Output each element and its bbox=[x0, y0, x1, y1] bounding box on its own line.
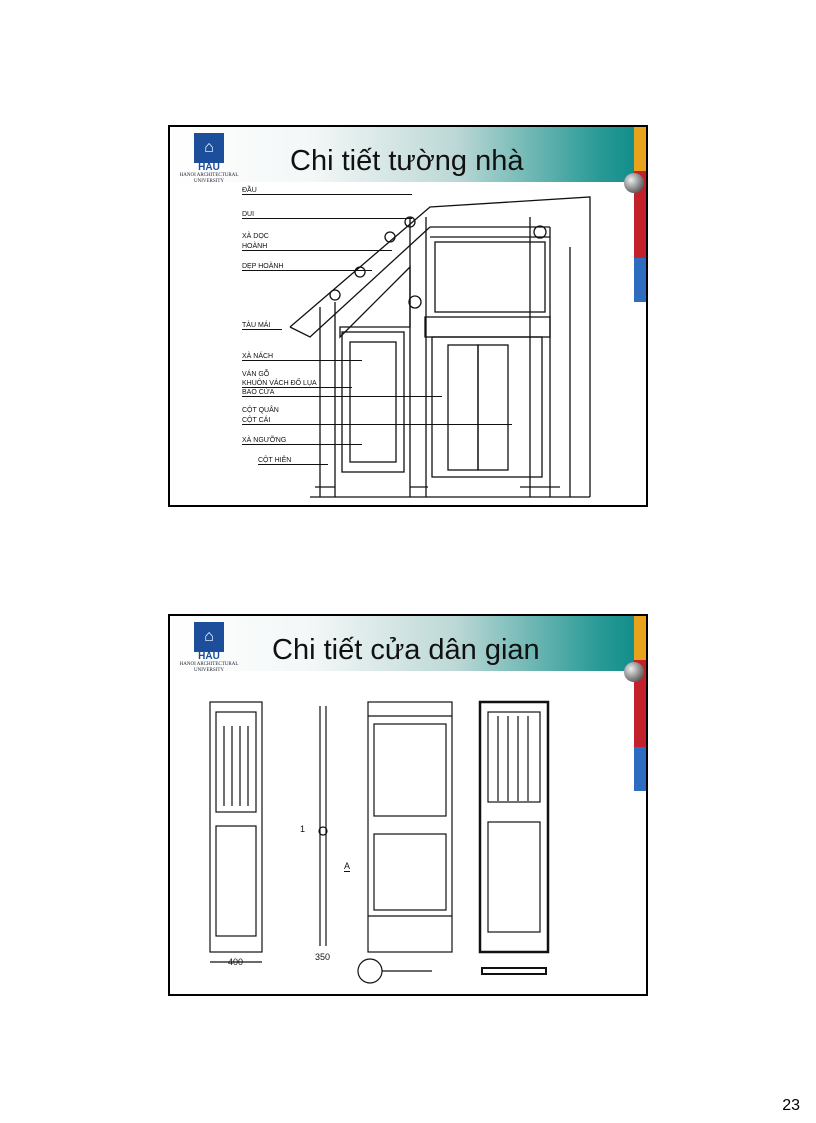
university-logo: ⌂ HAU HANOI ARCHITECTURAL UNIVERSITY bbox=[178, 133, 240, 184]
label-cot-hien: CỘT HIÊN bbox=[258, 457, 328, 465]
page-number: 23 bbox=[782, 1097, 800, 1114]
label-dau: ĐẦU bbox=[242, 187, 412, 195]
dimension-400: 400 bbox=[228, 957, 244, 967]
label-xa-nach: XÀ NÁCH bbox=[242, 353, 362, 361]
logo-mark-icon: ⌂ bbox=[194, 133, 224, 163]
label-xa-nguong: XÀ NGƯỠNG bbox=[242, 437, 362, 445]
globe-icon bbox=[624, 173, 644, 193]
label-dui: DUI bbox=[242, 211, 412, 219]
slide-door-detail: ⌂ HAU HANOI ARCHITECTURAL UNIVERSITY Chi… bbox=[168, 614, 648, 996]
label-tau-mai: TÀU MÁI bbox=[242, 322, 282, 330]
slide-wall-detail: ⌂ HAU HANOI ARCHITECTURAL UNIVERSITY Chi… bbox=[168, 125, 648, 507]
globe-icon bbox=[624, 662, 644, 682]
label-section-1: 1 bbox=[300, 824, 306, 834]
logo-subtitle: HANOI ARCHITECTURAL UNIVERSITY bbox=[179, 662, 239, 673]
label-khuon-vach: KHUÔN VÁCH ĐỐ LỤA bbox=[242, 380, 352, 388]
slide-title: Chi tiết tường nhà bbox=[290, 145, 524, 177]
label-xa-doc: XÀ DỌC bbox=[242, 233, 269, 240]
label-cot-cai: CỘT CÁI bbox=[242, 417, 512, 425]
title-band bbox=[170, 127, 646, 182]
label-dep-hoanh: DẸP HOÀNH bbox=[242, 263, 372, 271]
dimension-350: 350 bbox=[315, 952, 331, 962]
label-section-a: A bbox=[344, 861, 351, 872]
label-van-go: VÁN GỖ bbox=[242, 371, 270, 378]
slide-title: Chi tiết cửa dân gian bbox=[272, 634, 540, 666]
title-band bbox=[170, 616, 646, 671]
door-drawings bbox=[209, 700, 550, 984]
logo-mark-icon: ⌂ bbox=[194, 622, 224, 652]
logo-name: HAU bbox=[198, 651, 220, 662]
wall-elevation-drawing bbox=[289, 196, 591, 498]
university-logo: ⌂ HAU HANOI ARCHITECTURAL UNIVERSITY bbox=[178, 622, 240, 673]
label-hoanh: HOÀNH bbox=[242, 243, 392, 251]
logo-name: HAU bbox=[198, 162, 220, 173]
label-cot-quan: CỘT QUÂN bbox=[242, 407, 279, 414]
logo-subtitle: HANOI ARCHITECTURAL UNIVERSITY bbox=[179, 173, 239, 184]
